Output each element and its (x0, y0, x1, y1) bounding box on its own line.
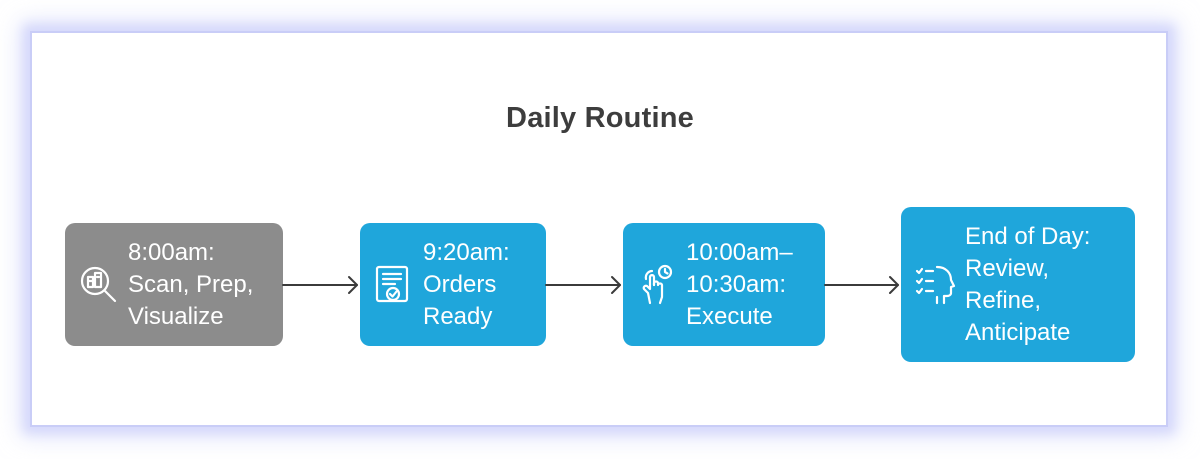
step-3-line-2: 10:30am: (686, 271, 787, 298)
step-4-line-2: Review, (965, 255, 1050, 282)
step-label-4: End of Day: Review, Refine, Anticipate (965, 221, 1090, 349)
step-label-3: 10:00am– 10:30am: Execute (686, 237, 793, 333)
magnifier-chart-icon (80, 266, 117, 303)
step-1-line-1: 8:00am: (128, 239, 215, 266)
step-4-line-3: Refine, (965, 287, 1042, 314)
certificate-check-icon (375, 265, 409, 303)
step-label-2: 9:20am: Orders Ready (423, 237, 510, 333)
step-2-line-3: Ready (423, 303, 493, 330)
step-3-line-3: Execute (686, 303, 773, 330)
step-4-line-4: Anticipate (965, 319, 1071, 346)
step-node-3: 10:00am– 10:30am: Execute (623, 223, 825, 346)
step-node-2: 9:20am: Orders Ready (360, 223, 546, 346)
diagram-title: Daily Routine (506, 102, 694, 134)
step-node-4: End of Day: Review, Refine, Anticipate (901, 207, 1135, 362)
step-2-line-2: Orders (423, 271, 497, 298)
step-1-line-3: Visualize (128, 303, 224, 330)
step-label-1: 8:00am: Scan, Prep, Visualize (128, 237, 253, 333)
hand-tap-clock-icon (642, 264, 673, 305)
step-4-line-1: End of Day: (965, 223, 1091, 250)
head-checklist-icon (915, 265, 956, 305)
step-node-1: 8:00am: Scan, Prep, Visualize (65, 223, 283, 346)
step-2-line-1: 9:20am: (423, 239, 510, 266)
step-1-line-2: Scan, Prep, (128, 271, 254, 298)
step-3-line-1: 10:00am– (686, 239, 793, 266)
